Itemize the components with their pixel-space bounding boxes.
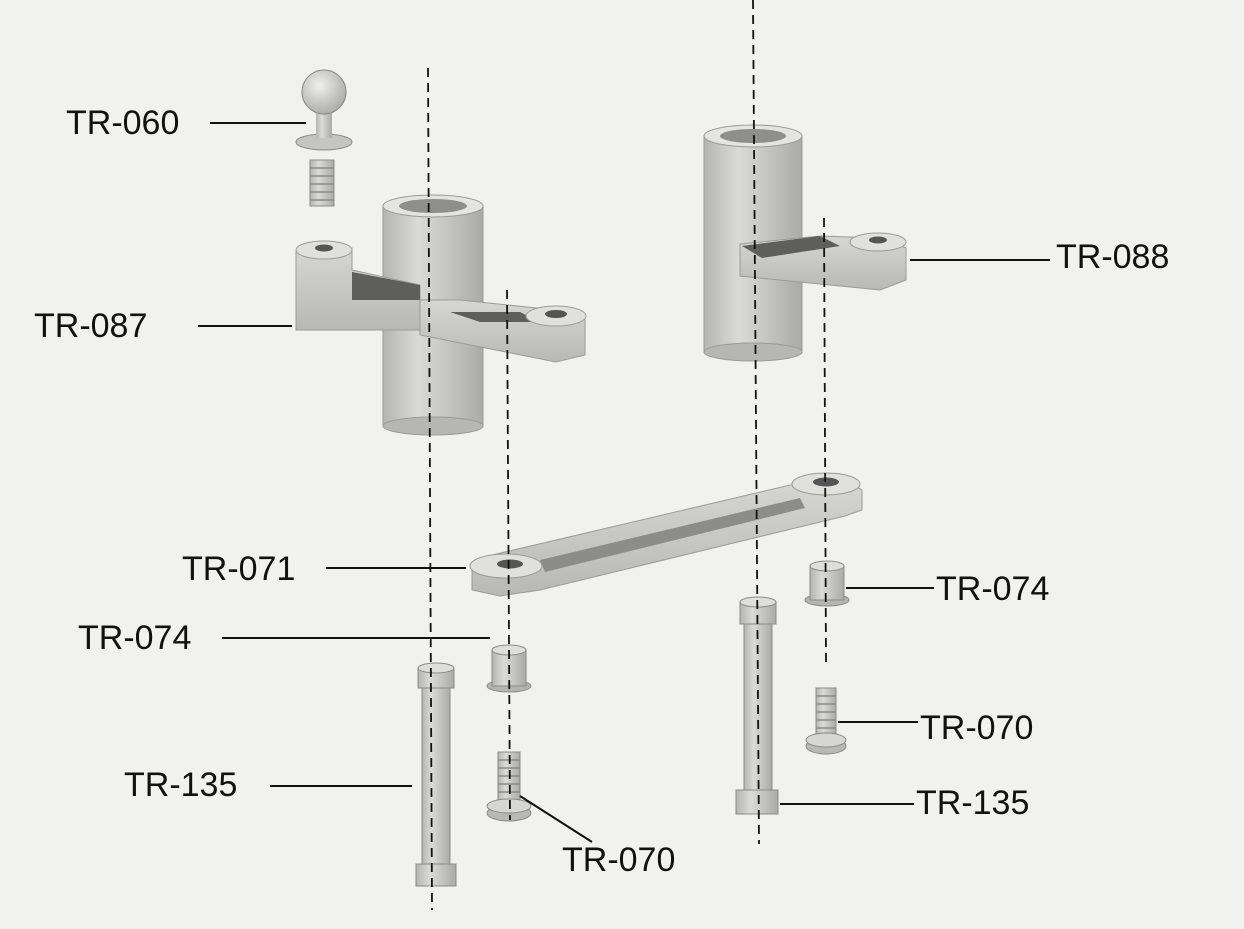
leader-lines <box>198 122 1050 843</box>
left-bellcrank-part <box>295 194 587 436</box>
label-right-bushing: TR-074 <box>936 570 1050 608</box>
label-ball-stud: TR-060 <box>66 104 180 142</box>
ball-stud-part <box>295 69 353 207</box>
label-left-screw: TR-070 <box>562 841 676 879</box>
right-post-part <box>735 596 779 815</box>
right-bellcrank-part <box>703 124 907 362</box>
left-link-axis <box>506 289 511 821</box>
leader-left-screw <box>519 795 593 843</box>
assembly-axis-lines <box>427 0 827 911</box>
label-right-screw: TR-070 <box>920 709 1034 747</box>
label-drag-link: TR-071 <box>182 550 296 588</box>
label-left-bushing: TR-074 <box>78 619 192 657</box>
left-main-axis <box>427 67 433 911</box>
label-right-bellcrank: TR-088 <box>1056 238 1170 276</box>
drag-link-part <box>469 472 863 597</box>
left-post-part <box>415 662 457 887</box>
right-screw-part <box>805 687 847 755</box>
label-right-post: TR-135 <box>916 784 1030 822</box>
label-left-post: TR-135 <box>124 766 238 804</box>
label-left-bellcrank: TR-087 <box>34 307 148 345</box>
right-bushing-part <box>804 560 850 607</box>
right-main-axis <box>752 0 760 845</box>
